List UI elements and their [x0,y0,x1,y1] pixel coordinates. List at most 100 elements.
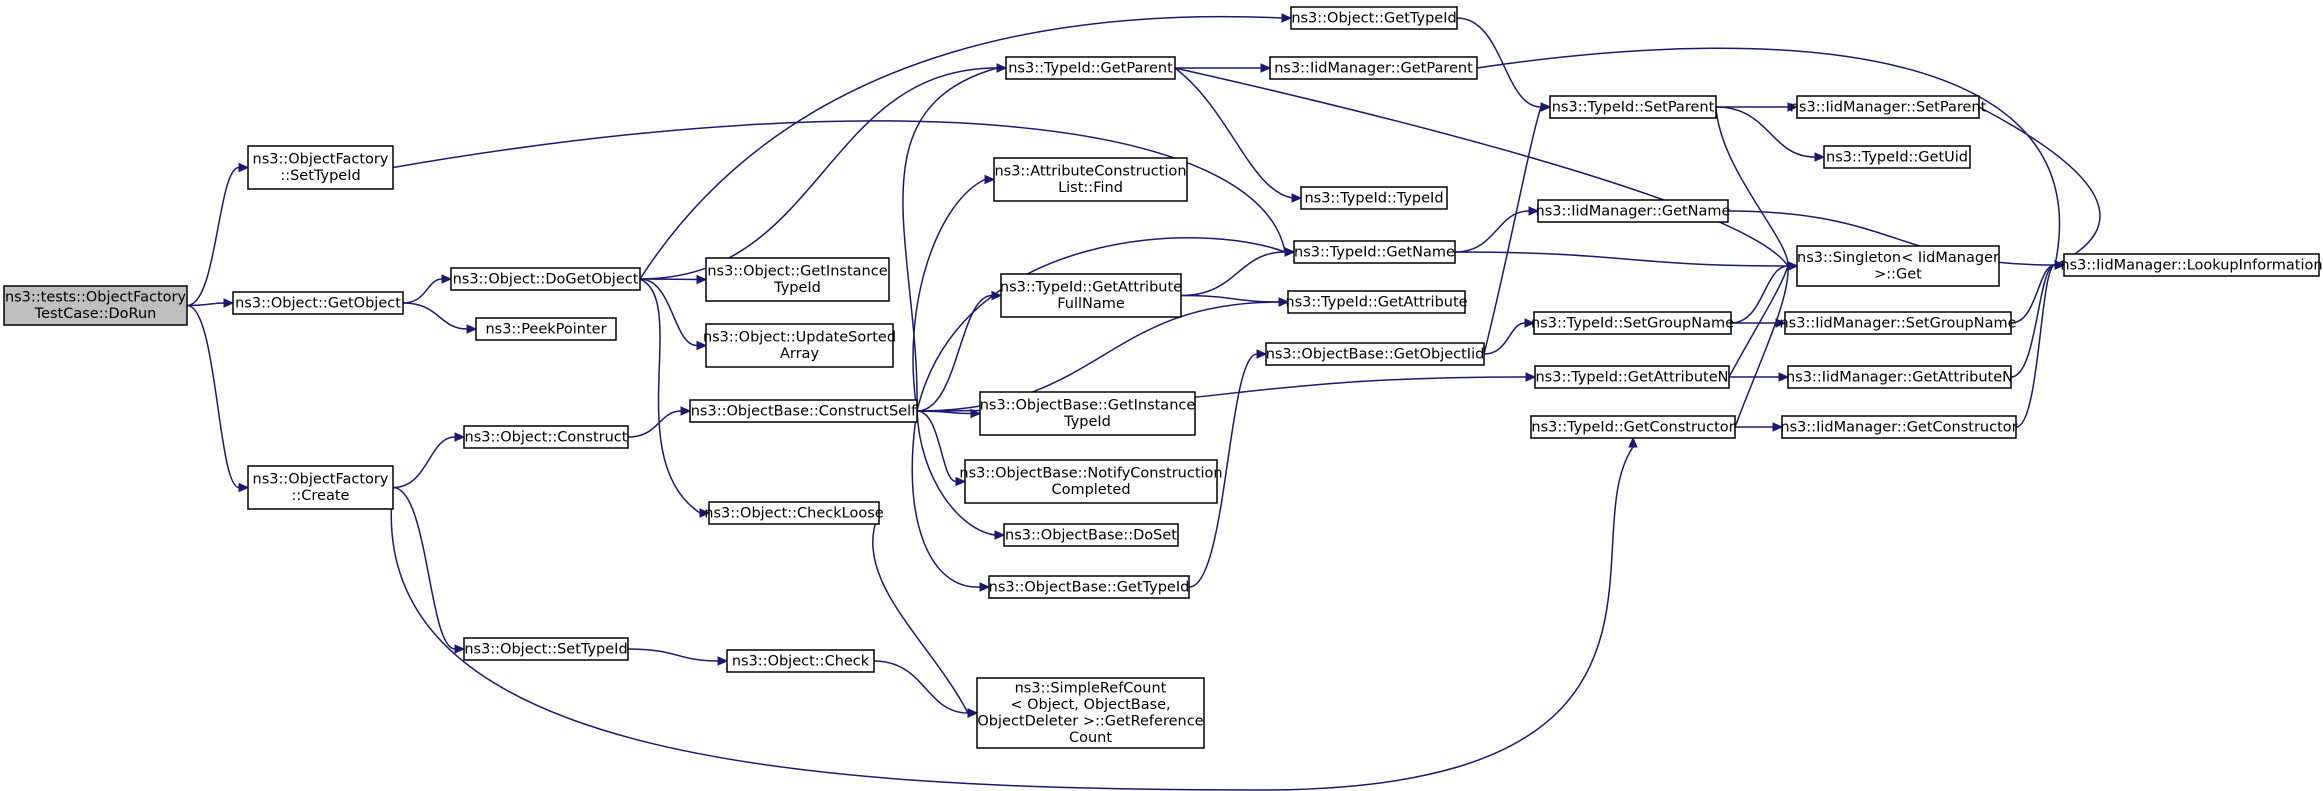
node-label: TypeId [773,280,821,296]
node-label: ::Create [292,488,350,504]
node-box [1534,365,1730,389]
arrowhead [994,530,1006,540]
node-tid-getattributen[interactable]: ns3::TypeId::GetAttributeN [1534,365,1730,389]
edge-ob-gettypeid-to-ob-getobjectiid [1188,353,1258,588]
node-peekpointer[interactable]: ns3::PeekPointer [475,317,617,341]
node-box [450,267,641,291]
node-singleton-get[interactable]: ns3::Singleton< IidManager >::Get [1796,245,2000,287]
node-dogetobject[interactable]: ns3::Object::DoGetObject [450,267,641,291]
arrowhead [1525,372,1537,382]
node-label: TestCase::DoRun [34,306,157,322]
arrowhead [1528,206,1540,216]
edge-getobject-to-dogetobject [402,278,443,304]
node-obj-gettypeid[interactable]: ns3::Object::GetTypeId [1290,6,1458,30]
node-box [463,637,629,661]
arrowhead [1278,297,1290,307]
node-label: ns3::SimpleRefCount [1015,681,1167,697]
node-label: < Object, ObjectBase, [1010,697,1170,713]
edge-iid-setgroupname-to-iid-lookupinformation [2010,264,2056,324]
node-label: ns3::IidManager::SetGroupName [1779,315,2016,331]
node-of-create[interactable]: ns3::ObjectFactory::Create [247,465,394,510]
node-label: Array [780,346,819,362]
node-box [247,465,394,510]
node-box [1530,415,1736,439]
node-tid-setgroupname[interactable]: ns3::TypeId::SetGroupName [1531,311,1734,335]
arrowhead [1787,102,1799,112]
edge-of-create-to-construct [392,436,456,489]
edge-of-settypeid-to-tid-getname [392,120,1286,253]
node-iid-lookupinformation[interactable]: ns3::IidManager::LookupInformation [2060,253,2323,277]
node-box [993,157,1188,202]
arrowhead [979,582,991,592]
node-tid-getname[interactable]: ns3::TypeId::GetName [1293,240,1456,264]
edge-constructself-to-tid-getattrfullname [916,294,993,412]
arrowhead [454,432,466,442]
arrowhead [717,656,729,666]
arrowhead [223,298,235,308]
node-getobject[interactable]: ns3::Object::GetObject [232,291,404,315]
node-iid-getattributen[interactable]: ns3::IidManager::GetAttributeN [1786,365,2013,389]
node-ob-gettypeid[interactable]: ns3::ObjectBase::GetTypeId [988,575,1190,599]
node-label: ns3::ObjectBase::ConstructSelf [691,403,917,419]
node-label: ns3::TypeId::GetName [1294,244,1455,260]
edge-iid-setparent-to-iid-lookupinformation [1978,106,2101,266]
node-construct[interactable]: ns3::Object::Construct [463,425,629,449]
node-iid-getconstructor[interactable]: ns3::IidManager::GetConstructor [1780,415,2018,439]
node-notifyconstruction[interactable]: ns3::ObjectBase::NotifyConstructionCompl… [959,459,1223,504]
node-label: ns3::Object::GetInstance [707,264,887,280]
node-tid-getattribute[interactable]: ns3::TypeId::GetAttribute [1285,290,1468,314]
edge-getobject-to-peekpointer [402,302,468,330]
arrowhead [680,406,692,416]
edge-dogetobject-to-obj-gettypeid [639,15,1283,280]
node-label: TypeId [1063,414,1111,430]
node-iid-getname[interactable]: ns3::IidManager::GetName [1536,199,1731,223]
arrowhead [1281,13,1293,23]
node-label: List::Find [1058,180,1123,196]
edge-tid-getattrfullname-to-tid-getname [1180,251,1286,297]
node-simplerefcount[interactable]: ns3::SimpleRefCount< Object, ObjectBase,… [976,677,1205,749]
node-doset[interactable]: ns3::ObjectBase::DoSet [1003,523,1179,547]
node-constructself[interactable]: ns3::ObjectBase::ConstructSelf [689,399,918,423]
node-label: ns3::tests::ObjectFactory [5,290,187,306]
node-iid-setgroupname[interactable]: ns3::IidManager::SetGroupName [1779,311,2017,335]
node-check[interactable]: ns3::Object::Check [726,649,875,673]
node-label: ns3::Object::GetTypeId [1291,10,1456,26]
node-tid-getconstructor[interactable]: ns3::TypeId::GetConstructor [1530,415,1736,439]
node-box [689,399,918,423]
node-box [708,501,880,525]
edge-dogetobject-to-checkloose [639,278,701,514]
node-label: ns3::Object::Check [732,653,870,669]
node-tid-typeid[interactable]: ns3::TypeId::TypeId [1300,186,1448,210]
node-obj-settypeid[interactable]: ns3::Object::SetTypeId [463,637,629,661]
node-iid-setparent[interactable]: ns3::IidManager::SetParent [1790,95,1987,119]
arrowhead [1814,152,1826,162]
node-box [1293,240,1456,264]
arrowhead [696,340,708,351]
node-box [1787,365,2012,389]
node-ob-getobjectiid[interactable]: ns3::ObjectBase::GetObjectIid [1265,342,1485,366]
arrowhead [1284,247,1296,257]
node-box [232,291,404,315]
node-iid-getparent[interactable]: ns3::IidManager::GetParent [1269,56,1478,80]
arrowhead [454,644,466,654]
node-tid-getparent[interactable]: ns3::TypeId::GetParent [1005,56,1176,80]
arrowhead [1524,318,1536,328]
edge-dorun-to-getobject [186,302,225,307]
node-label: ns3::TypeId::SetGroupName [1531,315,1734,331]
node-tid-setparent[interactable]: ns3::TypeId::SetParent [1549,95,1717,119]
node-checkloose[interactable]: ns3::Object::CheckLoose [704,501,884,525]
node-label: ns3::Object::SetTypeId [464,641,627,657]
edge-constructself-to-notifyconstruction [916,410,957,483]
edge-ob-getobjectiid-to-tid-setgroupname [1483,322,1526,355]
node-box [1784,311,2012,335]
node-of-settypeid[interactable]: ns3::ObjectFactory::SetTypeId [247,145,394,190]
arrowhead [1628,436,1638,448]
node-tid-getuid[interactable]: ns3::TypeId::GetUid [1823,145,1971,169]
arrowhead [466,324,478,334]
